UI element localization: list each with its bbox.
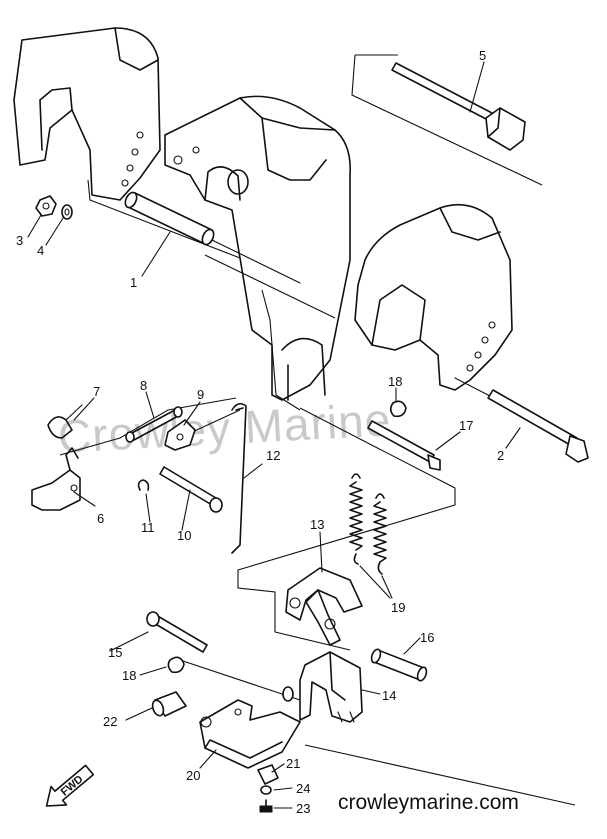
part-14-bracket: [299, 651, 363, 723]
part-19-springs: [349, 473, 393, 599]
callout-16: 16: [420, 630, 434, 645]
callout-17: 17: [459, 418, 473, 433]
bracket-left: [13, 27, 161, 201]
part-5-tilt-pin: [351, 54, 543, 186]
callout-6: 6: [97, 511, 104, 526]
part-23-screw: [259, 799, 273, 813]
part-15-pin: [146, 611, 208, 653]
bracket-right: [354, 203, 513, 391]
part-10-bolt: [159, 466, 223, 513]
part-2-bolt: [454, 377, 589, 463]
part-16-sleeve: [370, 648, 428, 682]
callout-23: 23: [296, 801, 310, 816]
part-20-bracket: [199, 699, 301, 769]
callout-13: 13: [310, 517, 324, 532]
callout-18-upper: 18: [388, 374, 402, 389]
callout-15: 15: [108, 645, 122, 660]
callout-8: 8: [140, 378, 147, 393]
callout-4: 4: [37, 243, 44, 258]
callout-21: 21: [286, 756, 300, 771]
callout-12: 12: [266, 448, 280, 463]
callout-18-lower: 18: [122, 668, 136, 683]
callout-19: 19: [391, 600, 405, 615]
callout-5: 5: [479, 48, 486, 63]
callout-22: 22: [103, 714, 117, 729]
part-3-nut: [35, 195, 57, 217]
callout-2: 2: [497, 448, 504, 463]
callout-10: 10: [177, 528, 191, 543]
part-21-clip: [257, 764, 279, 785]
callout-14: 14: [382, 688, 396, 703]
guide-lines: [59, 179, 576, 806]
part-13-bracket: [285, 567, 363, 646]
callout-9: 9: [197, 387, 204, 402]
part-7-clip: [47, 404, 83, 439]
part-17-pin: [367, 420, 441, 471]
part-12-rod: [231, 402, 247, 554]
callout-20: 20: [186, 768, 200, 783]
callout-24: 24: [296, 781, 310, 796]
part-24-washer: [260, 785, 272, 795]
part-18-clip-lower: [167, 656, 185, 674]
callout-1: 1: [130, 275, 137, 290]
roller: [282, 686, 294, 702]
part-18-clip-upper: [389, 400, 407, 418]
watermark-text: Crowley Marine: [57, 393, 393, 462]
callout-labels: 3 4 1 5 7 8 9 6 11 10 12 18 17 2 13 19 1…: [16, 48, 504, 816]
part-8-rod: [125, 406, 183, 443]
part-6-lever: [31, 447, 81, 511]
fwd-arrow: FWD: [45, 764, 95, 807]
part-4-washer: [61, 204, 73, 220]
part-1-tube: [124, 191, 301, 284]
callout-3: 3: [16, 233, 23, 248]
part-9-cam: [164, 419, 196, 451]
footer-site-text: crowleymarine.com: [338, 791, 519, 814]
callout-11: 11: [141, 520, 155, 535]
leader-lines: [27, 61, 521, 809]
part-22-plug: [151, 691, 187, 717]
swivel-housing: [164, 95, 352, 401]
part-11-eclip: [137, 479, 150, 491]
callout-7: 7: [93, 384, 100, 399]
